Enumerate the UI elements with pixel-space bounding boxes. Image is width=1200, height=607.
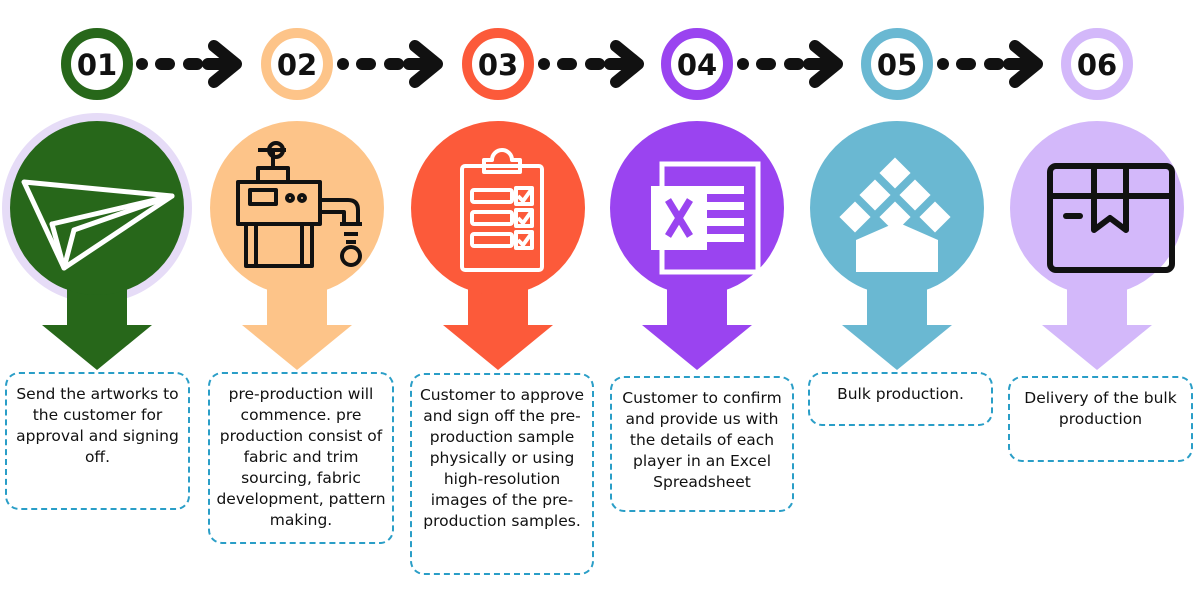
step-number-06: 06 [1077, 48, 1117, 82]
step-pin-04 [610, 121, 784, 370]
excel-spreadsheet-icon [651, 161, 761, 275]
step-description-06: Delivery of the bulk production [1008, 376, 1193, 462]
step-number-04: 04 [677, 48, 717, 82]
step-badge-04: 04 [661, 28, 733, 100]
step-badge-06: 06 [1061, 28, 1133, 100]
step-badge-01: 01 [61, 28, 133, 100]
connector-arrow-1 [136, 40, 242, 88]
step-description-02: pre-production will commence. pre produc… [208, 372, 394, 544]
connector-arrow-4 [737, 40, 843, 88]
step-number-01: 01 [77, 48, 117, 82]
step-badge-02: 02 [261, 28, 333, 100]
step-text-05: Bulk production. [837, 385, 964, 403]
step-pin-02 [210, 121, 384, 370]
step-description-03: Customer to approve and sign off the pre… [410, 373, 594, 575]
delivery-box-icon [1047, 163, 1175, 273]
step-badge-05: 05 [861, 28, 933, 100]
step-pin-01 [2, 113, 192, 370]
connector-arrow-3 [538, 40, 644, 88]
step-description-05: Bulk production. [808, 372, 993, 426]
step-text-04: Customer to confirm and provide us with … [622, 389, 782, 491]
connector-arrow-2 [337, 40, 443, 88]
step-pin-03 [411, 121, 585, 370]
step-number-02: 02 [277, 48, 317, 82]
connector-arrow-5 [937, 40, 1043, 88]
step-text-01: Send the artworks to the customer for ap… [16, 385, 179, 466]
step-pin-05 [810, 121, 984, 370]
step-description-01: Send the artworks to the customer for ap… [5, 372, 190, 510]
step-pin-06 [1010, 121, 1184, 370]
production-machine-icon [236, 141, 362, 268]
paper-plane-icon [21, 179, 175, 271]
step-text-03: Customer to approve and sign off the pre… [419, 386, 585, 530]
step-number-03: 03 [478, 48, 518, 82]
step-badge-03: 03 [462, 28, 534, 100]
step-text-06: Delivery of the bulk production [1024, 389, 1177, 428]
step-description-04: Customer to confirm and provide us with … [610, 376, 794, 512]
step-number-05: 05 [877, 48, 917, 82]
checklist-clipboard-icon [460, 148, 544, 272]
step-text-02: pre-production will commence. pre produc… [216, 385, 386, 529]
